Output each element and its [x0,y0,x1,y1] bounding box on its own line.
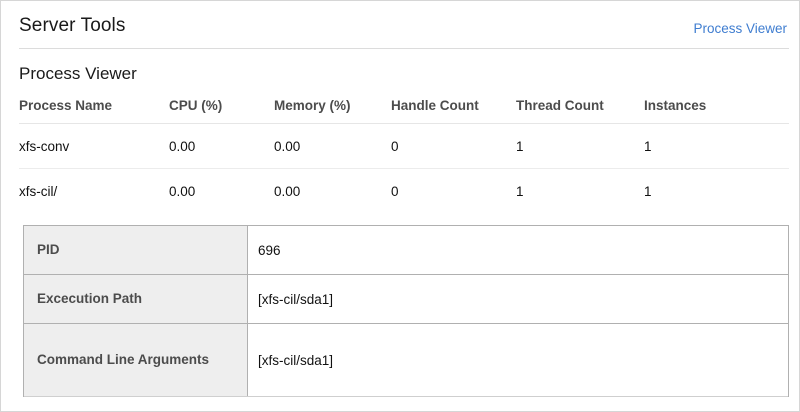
cell-thread-count: 1 [516,184,524,199]
page-header: Server Tools Process Viewer [19,1,789,49]
cell-handle-count: 0 [391,184,399,199]
cell-instances: 1 [644,184,652,199]
cell-memory: 0.00 [274,123,391,169]
cell-process-name: xfs-cil/ [19,184,58,199]
detail-label-pid: PID [24,226,248,274]
detail-label-execution-path: Excecution Path [24,275,248,323]
detail-value-execution-path: [xfs-cil/sda1] [248,275,788,323]
cell-handle-count: 0 [391,123,516,169]
column-header-process-name[interactable]: Process Name [19,98,169,124]
cell-cpu: 0.00 [169,184,196,199]
section-title: Process Viewer [19,64,137,83]
cell-memory: 0.00 [274,184,301,199]
page-title: Server Tools [19,15,126,36]
column-header-memory[interactable]: Memory (%) [274,98,391,124]
column-header-cpu[interactable]: CPU (%) [169,98,274,124]
table-header-row: Process Name CPU (%) Memory (%) Handle C… [19,98,789,124]
cell-process-name: xfs-conv [19,123,169,169]
detail-row-pid: PID 696 [24,226,788,275]
cell-thread-count: 1 [516,123,644,169]
table-row[interactable]: xfs-conv 0.00 0.00 0 1 1 [19,123,789,169]
table-row[interactable]: xfs-cil/ 0.00 0.00 0 1 1 [19,169,789,214]
detail-row-execution-path: Excecution Path [xfs-cil/sda1] [24,275,788,324]
detail-value-command-line-arguments: [xfs-cil/sda1] [248,324,788,396]
column-header-handle-count[interactable]: Handle Count [391,98,516,124]
detail-value-pid: 696 [248,226,788,274]
process-table: Process Name CPU (%) Memory (%) Handle C… [19,98,789,213]
process-detail-panel: PID 696 Excecution Path [xfs-cil/sda1] C… [23,225,789,397]
process-viewer-link[interactable]: Process Viewer [693,21,787,36]
column-header-instances[interactable]: Instances [644,98,789,124]
cell-cpu: 0.00 [169,123,274,169]
detail-label-command-line-arguments: Command Line Arguments [24,324,248,396]
cell-instances: 1 [644,123,789,169]
detail-row-command-line-arguments: Command Line Arguments [xfs-cil/sda1] [24,324,788,397]
column-header-thread-count[interactable]: Thread Count [516,98,644,124]
